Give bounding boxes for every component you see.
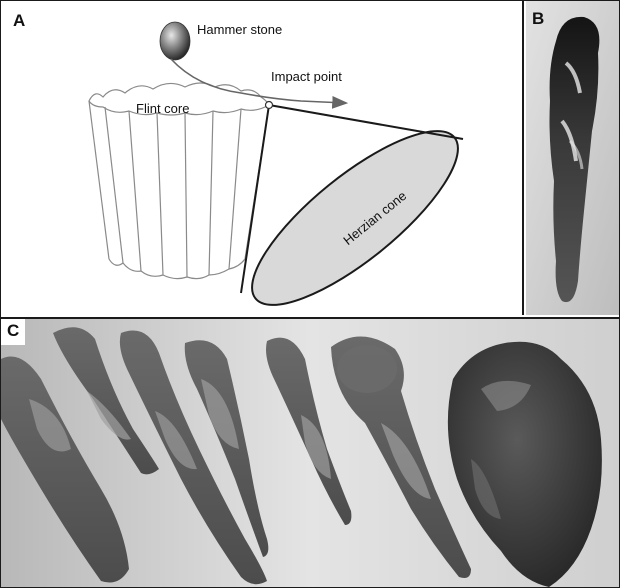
panel-c-letter: C	[1, 319, 25, 345]
panel-c-photo: C	[1, 317, 619, 587]
flint-blade-photo	[526, 1, 619, 315]
impact-point-marker	[266, 102, 273, 109]
panel-b-letter: B	[532, 9, 544, 29]
panel-a-letter: A	[13, 11, 25, 31]
flint-blades-row-photo	[1, 319, 619, 587]
hammer-stone	[160, 22, 190, 60]
label-flint-core: Flint core	[136, 101, 189, 116]
label-impact-point: Impact point	[271, 69, 342, 84]
flint-knapping-diagram: Hammer stone Impact point Flint core Her…	[1, 1, 524, 315]
herzian-cone	[229, 105, 481, 315]
label-hammer-stone: Hammer stone	[197, 22, 282, 37]
panel-b-photo: B	[526, 1, 619, 315]
panel-a-diagram: A	[1, 1, 524, 315]
